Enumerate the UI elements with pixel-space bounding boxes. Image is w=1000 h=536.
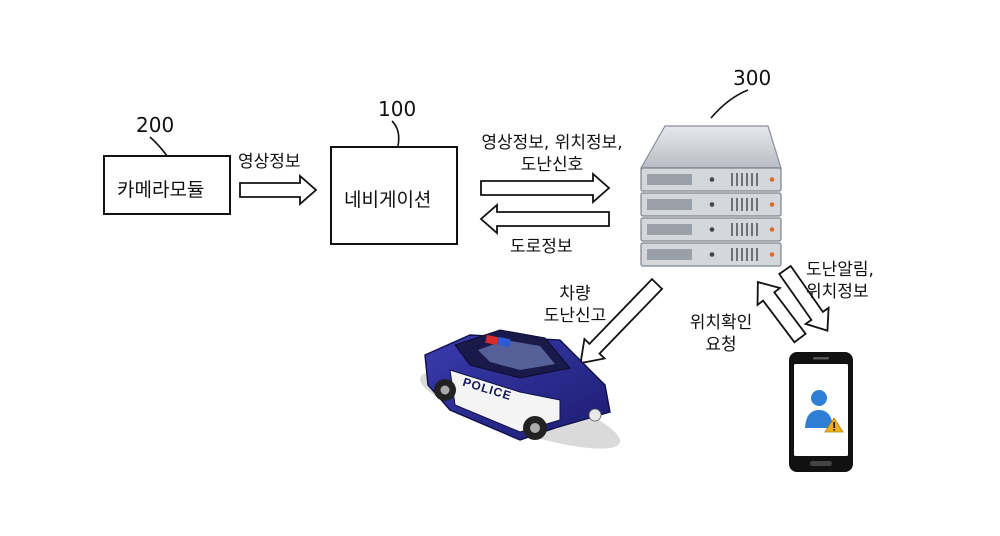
nav-to-server-line1: 영상정보, 위치정보, — [472, 132, 632, 154]
camera-module-label: 카메라모듈 — [117, 175, 204, 202]
smartphone-icon — [789, 352, 853, 472]
server-unit-3 — [641, 218, 781, 241]
server-unit-2 — [641, 193, 781, 216]
leader-300 — [711, 90, 748, 118]
server-to-phone-line1: 도난알림, — [806, 259, 874, 281]
phone-to-server-line2: 요청 — [679, 334, 763, 356]
server-to-car-line2: 도난신고 — [540, 305, 610, 327]
server-unit-1 — [641, 168, 781, 191]
leader-100 — [392, 121, 399, 146]
phone-to-server-line1: 위치확인 — [679, 312, 763, 334]
navigation-label: 네비게이션 — [344, 185, 431, 212]
nav-to-server-label: 영상정보, 위치정보, 도난신호 — [472, 132, 632, 176]
server-to-phone-line2: 위치정보 — [806, 281, 874, 303]
navigation-ref-number: 100 — [378, 97, 416, 121]
user-icon — [811, 390, 827, 406]
camera-to-nav-label: 영상정보 — [238, 151, 301, 173]
nav-to-server-line2: 도난신호 — [472, 154, 632, 176]
server-unit-4 — [641, 243, 781, 266]
server-rack-icon — [641, 126, 781, 266]
arrow-server-to-nav — [481, 205, 609, 233]
leader-200 — [150, 137, 167, 156]
server-ref-number: 300 — [733, 66, 771, 90]
arrow-nav-to-server — [481, 174, 609, 202]
server-to-phone-label: 도난알림, 위치정보 — [806, 259, 874, 303]
camera-ref-number: 200 — [136, 113, 174, 137]
camera-module-box: 카메라모듈 — [103, 155, 231, 215]
navigation-box: 네비게이션 — [330, 146, 458, 245]
server-to-car-label: 차량 도난신고 — [540, 283, 610, 327]
phone-to-server-label: 위치확인 요청 — [679, 312, 763, 356]
arrow-camera-to-nav — [240, 176, 316, 204]
server-to-car-line1: 차량 — [540, 283, 610, 305]
server-to-nav-label: 도로정보 — [510, 236, 573, 258]
